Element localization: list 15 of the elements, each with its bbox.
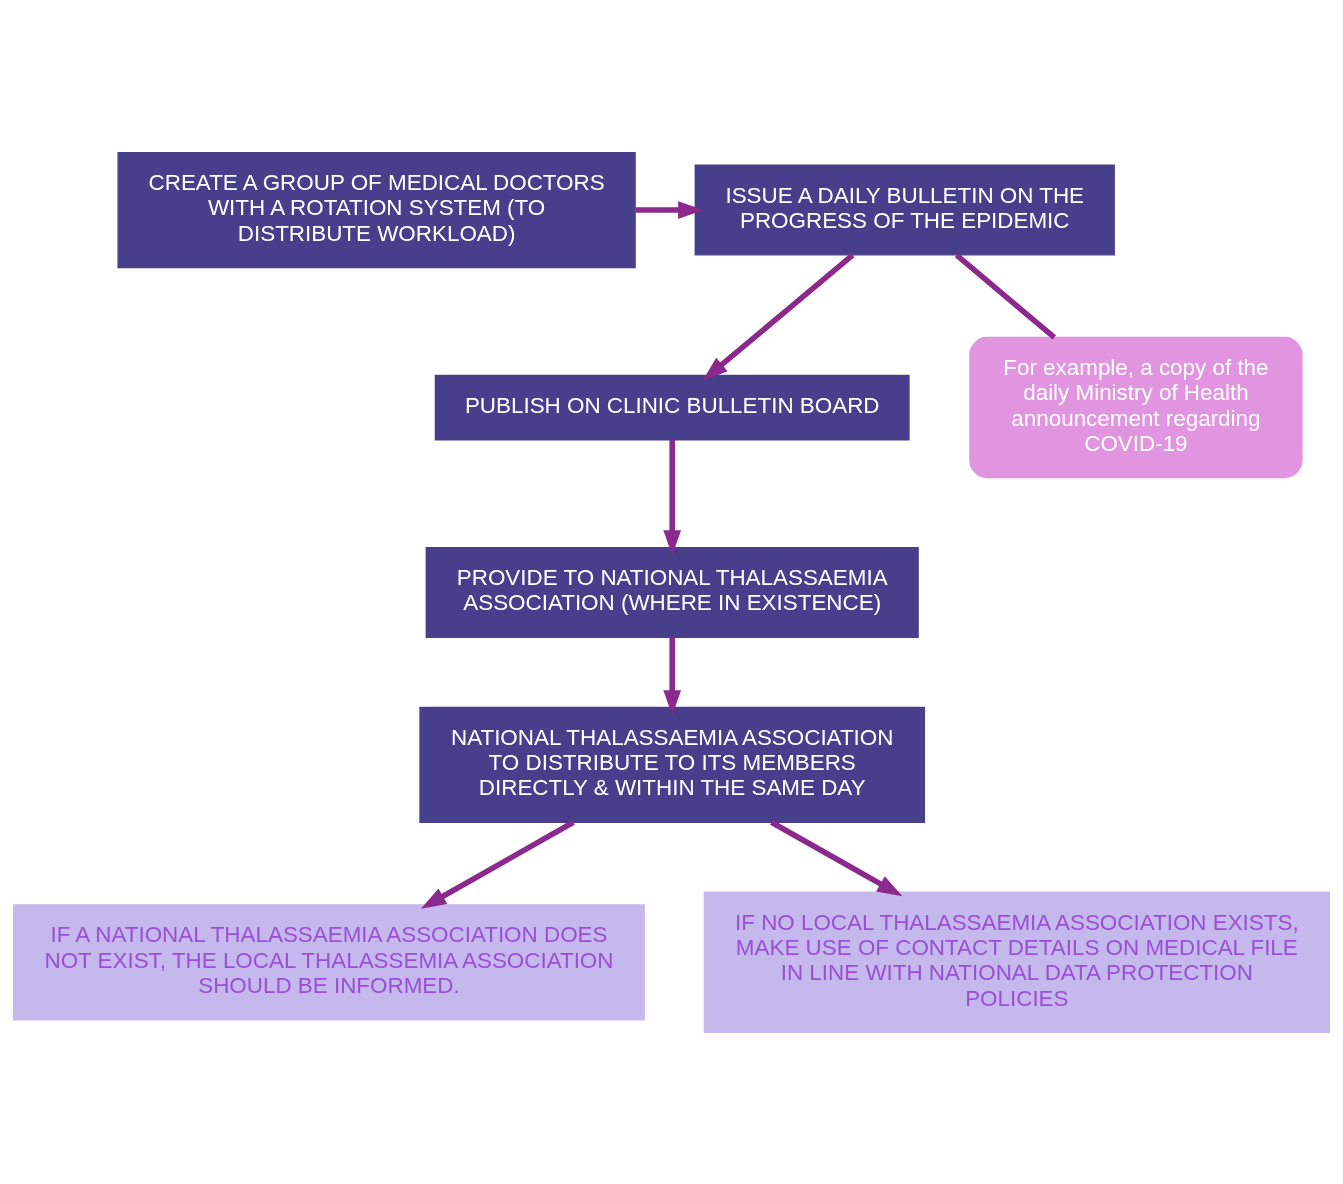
arrow: [663, 637, 682, 716]
arrow: [702, 252, 855, 381]
node-box: ISSUE A DAILY BULLETIN ON THE PROGRESS OF THE EPIDEMIC: [694, 164, 1115, 256]
arrow: [770, 819, 903, 896]
node-box: IF NO LOCAL THALASSAEMIA ASSOCIATION EXISTS, MAKE USE OF CONTACT DETAILS ON MEDICAL FILE IN LINE WITH NATIONAL DATA PROTECTION POLICIES: [703, 891, 1330, 1033]
node-box: NATIONAL THALASSAEMIA ASSOCIATION TO DISTRIBUTE TO ITS MEMBERS DIRECTLY & WITHIN THE SAME DAY: [419, 706, 926, 823]
node-box: For example, a copy of the daily Ministry of Health announcement regarding COVID-19: [969, 336, 1303, 478]
node-box: PROVIDE TO NATIONAL THALASSAEMIA ASSOCIATION (WHERE IN EXISTENCE): [425, 546, 919, 638]
arrow: [663, 439, 682, 556]
node-box: CREATE A GROUP OF MEDICAL DOCTORS WITH A ROTATION SYSTEM (TO DISTRIBUTE WORKLOAD): [117, 151, 636, 268]
arrow: [635, 200, 704, 219]
arrow: [420, 819, 575, 909]
node-box: IF A NATIONAL THALASSAEMIA ASSOCIATION DOES NOT EXIST, THE LOCAL THALASSEMIA ASSOCIATION SHOULD BE INFORMED.: [13, 903, 645, 1020]
connector: [954, 252, 1057, 340]
node-box: PUBLISH ON CLINIC BULLETIN BOARD: [434, 374, 910, 440]
